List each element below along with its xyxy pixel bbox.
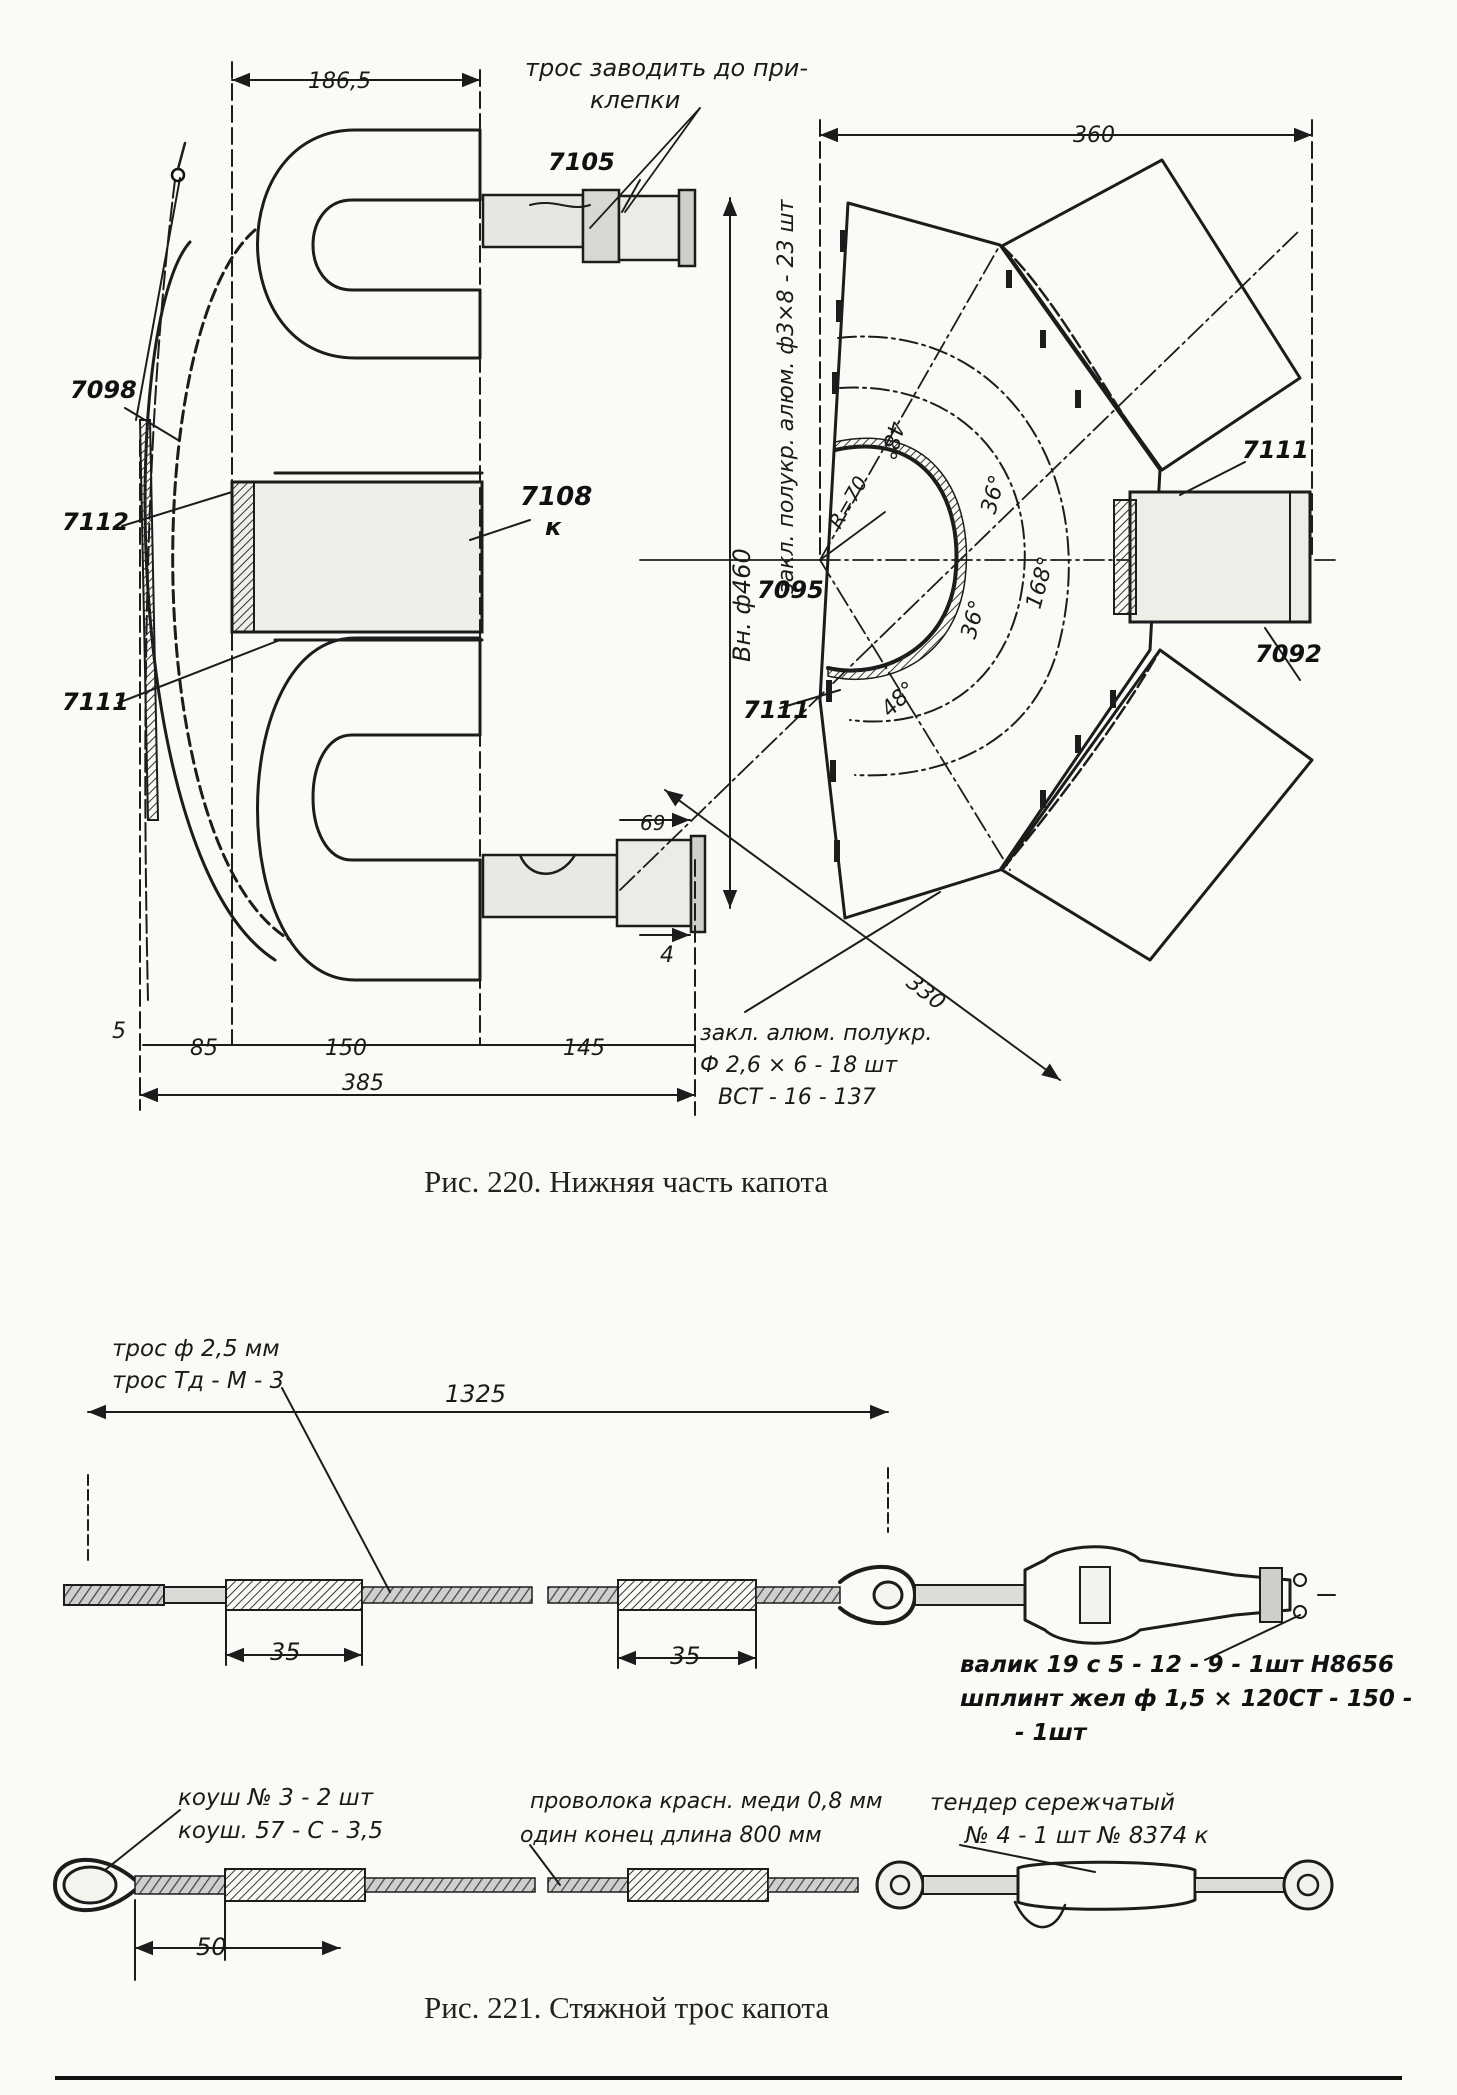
dim-1325-label: 1325 <box>445 1380 506 1408</box>
fig220-left-view <box>117 61 738 1116</box>
dim-385-label: 385 <box>342 1071 384 1096</box>
part-7111-left-label: 7111 <box>62 688 129 716</box>
part-7092-label: 7092 <box>1255 640 1322 668</box>
sleeve-1 <box>225 1579 363 1611</box>
angle-36-bottom-label: 36° <box>957 597 991 641</box>
dim-85-label: 85 <box>190 1036 218 1061</box>
note-wire-line1: проволока красн. меди 0,8 мм <box>530 1789 883 1814</box>
angle-168-label: 168° <box>1022 554 1060 612</box>
dim-35-right-label: 35 <box>670 1642 701 1670</box>
note-rivets-top: закл. полукр. алюм. ф3×8 - 23 шт <box>774 198 799 594</box>
part-7095-label: 7095 <box>757 576 824 604</box>
sleeve-4 <box>627 1868 769 1902</box>
tender-barrel <box>1016 1860 1197 1911</box>
sleeve-3 <box>224 1868 366 1902</box>
dim-50-label: 50 <box>196 1933 227 1961</box>
part-7105-label: 7105 <box>548 148 615 176</box>
upper-blade <box>1000 158 1302 472</box>
note-wire-line2: один конец длина 800 мм <box>520 1823 822 1848</box>
center-box-7108 <box>230 480 484 634</box>
dim-330-label: 330 <box>901 970 949 1016</box>
tender-eye-right <box>1282 1859 1334 1911</box>
fig221-lower-cable <box>53 1809 1334 1981</box>
note-cable-line1: трос заводить до при- <box>525 54 808 82</box>
note-cable-type: трос Тд - М - 3 <box>112 1368 284 1394</box>
note-rivets-bottom-line1: закл. алюм. полукр. <box>700 1021 932 1046</box>
lower-u-duct-inner <box>311 733 482 862</box>
note-rivets-bottom-line3: ВСТ - 16 - 137 <box>718 1085 876 1110</box>
fig220-caption: Рис. 220. Нижняя часть капота <box>424 1164 828 1199</box>
lower-nozzle <box>481 853 619 919</box>
part-7111-right-label: 7111 <box>1242 436 1309 464</box>
note-cable-diameter: трос ф 2,5 мм <box>112 1336 280 1362</box>
upper-nozzle-clamp <box>581 188 621 264</box>
thimble-lower-left <box>53 1858 137 1912</box>
dim-145-label: 145 <box>563 1036 605 1061</box>
fork-fitting <box>1023 1545 1292 1645</box>
dim-5-label: 5 <box>112 1019 126 1044</box>
note-pin-line1: валик 19 с 5 - 12 - 9 - 1шт Н8656 <box>960 1652 1394 1678</box>
note-rivets-bottom-line2: Ф 2,6 × 6 - 18 шт <box>700 1053 898 1078</box>
note-tender-line1: тендер сережчатый <box>930 1790 1175 1816</box>
dim-4-label: 4 <box>660 943 674 968</box>
fig221-caption: Рис. 221. Стяжной трос капота <box>424 1990 829 2025</box>
cylinder-7092 <box>1128 490 1312 624</box>
dim-35-left-label: 35 <box>270 1638 301 1666</box>
upper-u-duct-outer <box>256 128 482 360</box>
dim-69-label: 69 <box>640 811 665 835</box>
part-7108-suffix: к <box>545 513 562 541</box>
dim-186-label: 186,5 <box>308 69 371 94</box>
dim-150-label: 150 <box>325 1036 367 1061</box>
shroud-cable <box>144 179 176 1001</box>
note-pin-line3: - 1шт <box>1015 1720 1088 1746</box>
note-tender-line2: № 4 - 1 шт № 8374 к <box>963 1823 1209 1849</box>
fig220-labels: 186,5 трос заводить до при- клепки 7105 … <box>62 54 1322 1199</box>
part-7112-label: 7112 <box>62 508 129 536</box>
part-7111-center-label: 7111 <box>743 696 810 724</box>
sleeve-2 <box>617 1579 757 1611</box>
upper-u-duct-inner <box>311 198 482 292</box>
fig221-upper-cable <box>63 1387 1336 1669</box>
fig221-labels: трос ф 2,5 мм трос Тд - М - 3 1325 35 35… <box>112 1336 1412 2025</box>
part-7098-label: 7098 <box>70 376 137 404</box>
note-thimble-line1: коуш № 3 - 2 шт <box>178 1785 374 1811</box>
dim-360-label: 360 <box>1073 123 1115 148</box>
tender-eye-left <box>875 1860 925 1910</box>
angle-36-top-label: 36° <box>977 472 1011 516</box>
note-thimble-line2: коуш. 57 - С - 3,5 <box>178 1818 383 1844</box>
dim-460-label: Вн. ф460 <box>728 548 756 662</box>
fig220-right-view <box>619 119 1336 1081</box>
part-7108-label: 7108 <box>520 482 592 512</box>
dim-330-line <box>664 789 1061 1081</box>
lower-blade <box>1000 648 1314 962</box>
note-cable-line2: клепки <box>590 86 680 114</box>
note-pin-line2: шплинт жел ф 1,5 × 120СТ - 150 - <box>960 1686 1412 1712</box>
upper-nozzle <box>481 193 585 249</box>
lower-u-duct-outer <box>256 636 482 982</box>
